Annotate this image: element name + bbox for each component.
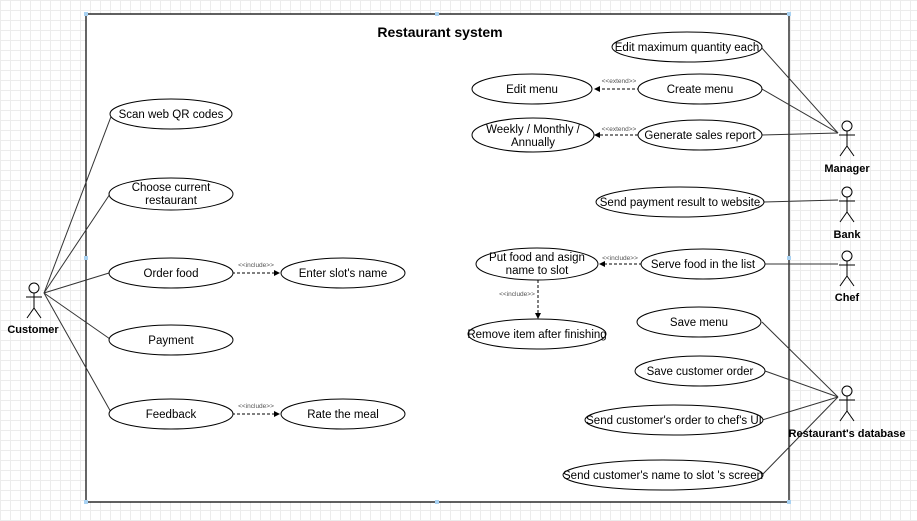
use-case-label: Scan web QR codes — [119, 109, 224, 121]
use-case-put-food-slot[interactable]: Put food and asign name to slot — [475, 247, 599, 281]
use-case-enter-slot-name[interactable]: Enter slot's name — [280, 257, 406, 289]
extend-label: <<extend>> — [602, 78, 637, 85]
use-case-payment[interactable]: Payment — [108, 324, 234, 356]
use-case-generate-sales-report[interactable]: Generate sales report — [637, 119, 763, 151]
use-case-label: Serve food in the list — [651, 259, 756, 271]
use-case-send-payment-result[interactable]: Send payment result to website — [595, 186, 765, 218]
use-case-create-menu[interactable]: Create menu — [637, 73, 763, 105]
use-case-report-period[interactable]: Weekly / Monthly / Annually — [471, 117, 595, 153]
use-case-label: Save customer order — [647, 366, 754, 378]
use-case-label: Weekly / Monthly / — [486, 124, 581, 136]
use-case-feedback[interactable]: Feedback — [108, 398, 234, 430]
include-label: <<include>> — [499, 291, 535, 298]
use-case-save-menu[interactable]: Save menu — [636, 306, 762, 338]
actor-database[interactable]: Restaurant's database — [789, 385, 906, 440]
use-case-label: Send customer's name to slot 's screen — [563, 470, 763, 482]
stick-figure-icon — [839, 250, 855, 287]
use-case-label: Rate the meal — [307, 409, 379, 421]
use-case-label: Order food — [144, 268, 199, 280]
use-case-serve-food[interactable]: Serve food in the list — [640, 248, 766, 280]
use-case-label: Save menu — [670, 317, 728, 329]
use-case-label: Enter slot's name — [299, 268, 388, 280]
actor-label: Restaurant's database — [789, 428, 906, 440]
use-case-label: Edit maximum quantity each — [615, 42, 759, 54]
stick-figure-icon — [839, 385, 855, 422]
use-case-label: Remove item after finishing — [467, 329, 606, 341]
use-case-label: Put food and asign — [489, 252, 585, 264]
use-case-label: Choose current — [132, 182, 211, 194]
use-case-label: Generate sales report — [644, 130, 756, 142]
staff-associations — [760, 46, 839, 476]
stick-figure-icon — [26, 282, 42, 319]
use-case-rate-meal[interactable]: Rate the meal — [280, 398, 406, 430]
stick-figure-icon — [839, 120, 855, 157]
include-label: <<include>> — [238, 403, 274, 410]
selection-handles — [84, 12, 791, 504]
use-case-edit-max-quantity[interactable]: Edit maximum quantity each — [611, 31, 763, 63]
use-case-label: name to slot — [506, 265, 569, 277]
extend-label: <<extend>> — [602, 126, 637, 133]
actor-label: Manager — [824, 163, 870, 175]
use-case-label: Send payment result to website — [600, 197, 760, 209]
use-case-send-name-slot-screen[interactable]: Send customer's name to slot 's screen — [562, 459, 764, 491]
actor-chef[interactable]: Chef — [835, 250, 860, 304]
use-case-edit-menu[interactable]: Edit menu — [471, 73, 593, 105]
use-case-label: Edit menu — [506, 84, 558, 96]
stick-figure-icon — [839, 186, 855, 223]
actor-manager[interactable]: Manager — [824, 120, 870, 175]
use-case-choose-restaurant[interactable]: Choose current restaurant — [108, 177, 234, 211]
actor-bank[interactable]: Bank — [834, 186, 862, 241]
customer-associations — [43, 113, 113, 415]
include-label: <<include>> — [238, 262, 274, 269]
system-title: Restaurant system — [377, 24, 502, 40]
dependency-arrows — [232, 86, 642, 417]
use-case-label: Send customer's order to chef's UI — [586, 415, 762, 427]
actor-label: Bank — [834, 229, 862, 241]
actor-label: Customer — [7, 324, 59, 336]
use-case-scan-qr[interactable]: Scan web QR codes — [109, 98, 233, 130]
use-case-save-customer-order[interactable]: Save customer order — [634, 355, 766, 387]
use-case-order-food[interactable]: Order food — [108, 257, 234, 289]
use-case-label: Feedback — [146, 409, 197, 421]
use-case-label: restaurant — [145, 195, 198, 207]
actor-customer[interactable]: Customer — [7, 282, 59, 336]
use-case-send-order-chef-ui[interactable]: Send customer's order to chef's UI — [584, 404, 764, 436]
use-case-label: Annually — [511, 137, 555, 149]
use-case-label: Create menu — [667, 84, 733, 96]
use-case-remove-item[interactable]: Remove item after finishing — [467, 318, 607, 350]
actor-label: Chef — [835, 292, 860, 304]
use-case-label: Payment — [148, 335, 194, 347]
include-label: <<include>> — [602, 255, 638, 262]
